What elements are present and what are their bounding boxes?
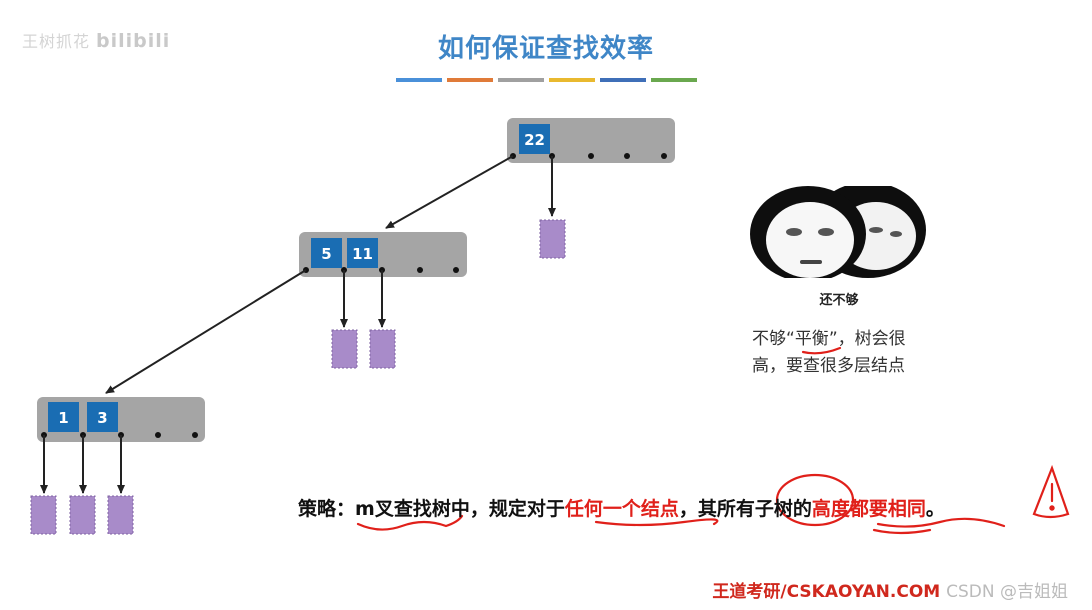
footer-watermark: CSDN @吉姐姐 <box>946 582 1068 602</box>
panda-meme-icon <box>748 182 930 284</box>
leaf-node <box>30 495 57 535</box>
watermark-text: 王树抓花 <box>22 32 91 51</box>
leaf-node <box>107 495 134 535</box>
title-color-bar <box>600 78 646 82</box>
pointer-dot <box>155 432 161 438</box>
note-line1-prefix: 不够“ <box>752 329 795 349</box>
pointer-dot <box>417 267 423 273</box>
note-text: 不够“平衡”，树会很 高，要查很多层结点 <box>752 326 942 380</box>
footer-credit: 王道考研/CSKAOYAN.COM CSDN @吉姐姐 <box>712 577 1068 602</box>
strategy-highlight: 高度都要相同 <box>811 498 926 520</box>
underline-mark <box>356 514 464 531</box>
level2-key-box <box>87 402 118 432</box>
tree-edges <box>40 155 556 494</box>
level1-key-box <box>347 238 378 268</box>
strategy-sentence: 策略：m叉查找树中，规定对于任何一个结点，其所有子树的高度都要相同。 <box>298 494 945 521</box>
note-line1: 不够“平衡”，树会很 <box>752 326 942 353</box>
leaf-node <box>331 329 358 369</box>
title-color-bar <box>447 78 493 82</box>
leaf-node <box>369 329 396 369</box>
strategy-part: 。 <box>925 498 945 520</box>
level2-node: 1 3 <box>37 397 205 442</box>
root-node: 22 <box>507 118 675 163</box>
strategy-part: m叉查找树 <box>355 498 451 520</box>
strategy-highlight: 任何一个结点 <box>564 498 679 520</box>
bilibili-logo: bilibili <box>96 30 171 52</box>
root-key-box <box>519 124 550 154</box>
warning-icon <box>1032 464 1070 519</box>
strategy-part: ，其所有子树的 <box>678 498 812 520</box>
watermark: 王树抓花 bilibili <box>22 28 170 52</box>
strategy-part: 策略： <box>298 498 356 520</box>
pointer-dot <box>192 432 198 438</box>
title-color-bar <box>396 78 442 82</box>
pointer-dot <box>624 153 630 159</box>
level2-key-box <box>48 402 79 432</box>
footer-brand: 王道考研/CSKAOYAN.COM <box>712 582 941 602</box>
pointer-dot <box>661 153 667 159</box>
leaf-node <box>69 495 96 535</box>
underline-mark <box>801 346 842 355</box>
level1-node: 5 11 <box>299 232 467 277</box>
title-color-bar <box>651 78 697 82</box>
underline-mark <box>876 517 1006 528</box>
edge-arrow <box>105 269 307 394</box>
panda-meme-image <box>748 182 930 284</box>
leaf-node <box>539 219 566 259</box>
level1-key-label: 5 <box>321 245 331 263</box>
level2-key-label: 1 <box>58 409 68 427</box>
handwritten-annotations <box>356 346 1070 535</box>
level2-key-label: 3 <box>97 409 107 427</box>
meme-caption: 还不够 <box>819 293 859 308</box>
level1-key-label: 11 <box>352 245 373 263</box>
title-color-bar <box>498 78 544 82</box>
note-line1-emphasis: 平衡 <box>794 329 829 349</box>
underline-mark <box>594 518 719 527</box>
note-line1-suffix: ”，树会很 <box>828 329 906 349</box>
edge-arrow <box>385 155 514 229</box>
root-key-label: 22 <box>524 131 545 149</box>
note-line2: 高，要查很多层结点 <box>752 356 905 376</box>
title-color-bar <box>549 78 595 82</box>
page-title: 如何保证查找效率 <box>437 34 654 64</box>
pointer-dot <box>588 153 594 159</box>
underline-mark <box>872 528 932 535</box>
circle-mark <box>775 473 855 527</box>
leaf-nodes <box>30 219 566 535</box>
strategy-part: 中，规定对于 <box>450 498 565 520</box>
level1-key-box <box>311 238 342 268</box>
pointer-dot <box>453 267 459 273</box>
warning-icon-dot <box>1049 505 1055 511</box>
